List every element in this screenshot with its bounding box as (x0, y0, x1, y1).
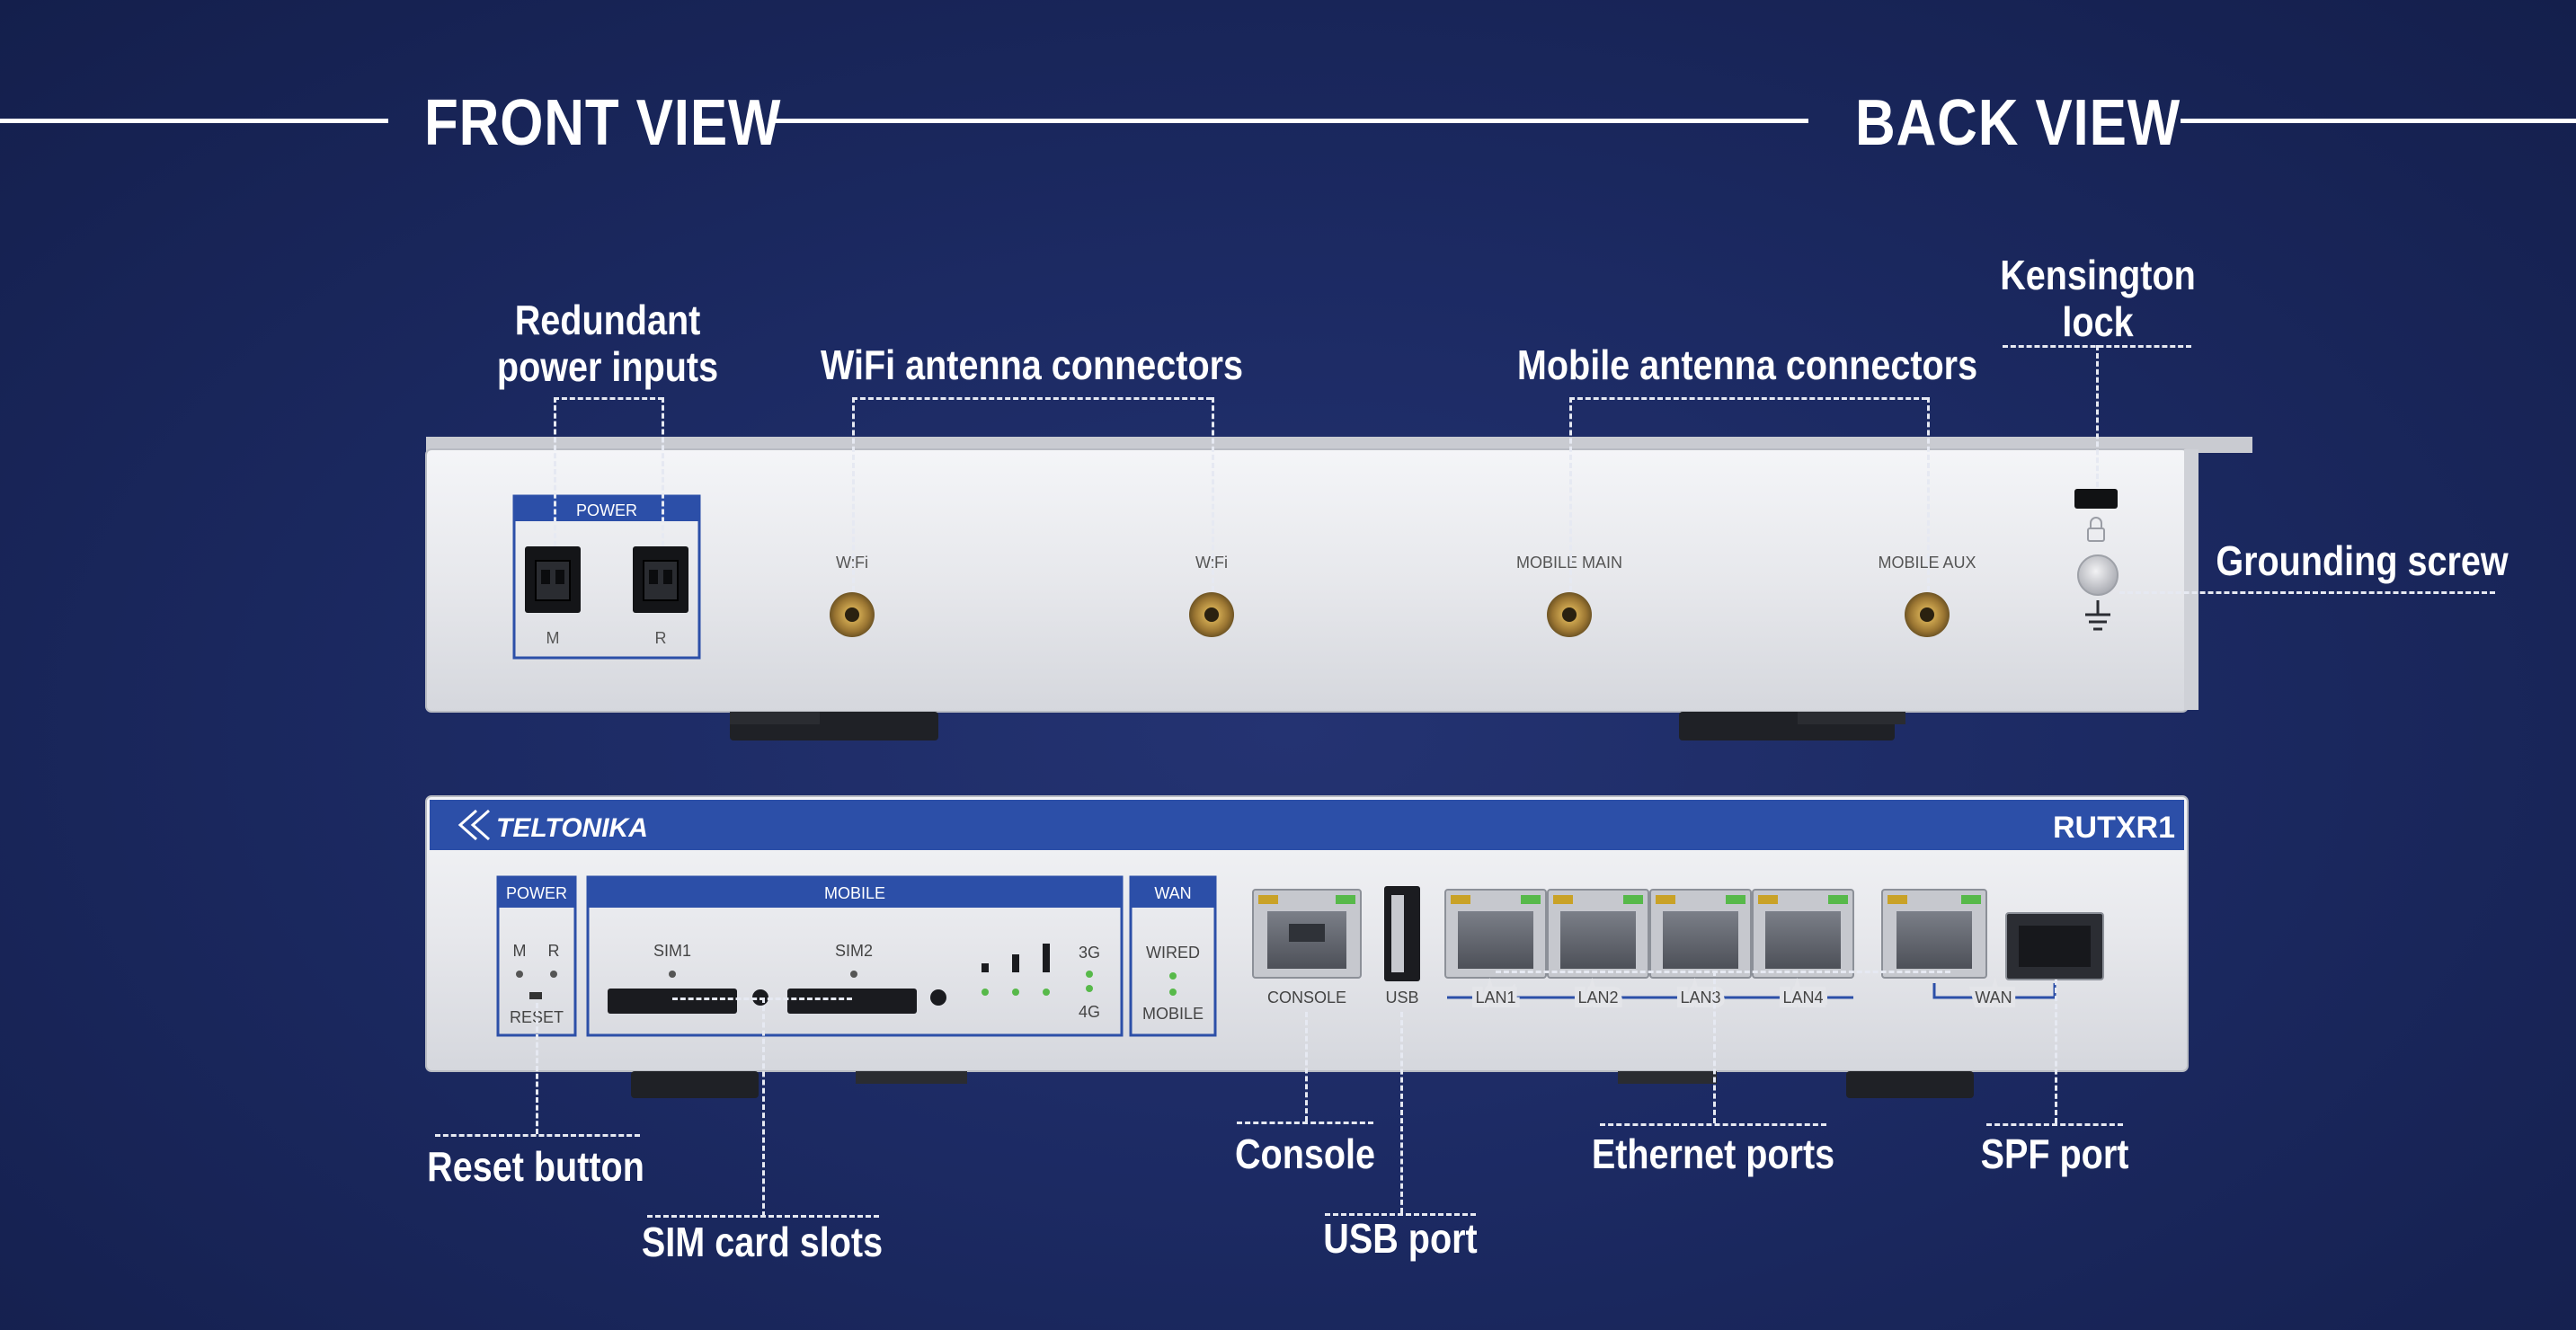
lan2-label: LAN2 (1577, 989, 1618, 1006)
back-power-box: POWER (512, 494, 701, 660)
callout-wifi-antenna: WiFi antenna connectors (820, 341, 1244, 388)
callout-usb: USB port (1323, 1215, 1478, 1262)
usb-port (1384, 886, 1420, 981)
back-power-r-label: R (655, 629, 667, 647)
usb-leader-h (1325, 1213, 1476, 1216)
power-connector-r (633, 546, 688, 613)
reset-leader-v (536, 1003, 538, 1134)
ground-icon (2085, 600, 2110, 631)
lan-port-3 (1649, 889, 1752, 979)
sim-leader-v (762, 998, 765, 1217)
sim-leader-h (647, 1215, 879, 1218)
signal-strength-icon (982, 944, 1050, 972)
teltonika-logo-icon (457, 809, 490, 841)
power-leader-h (554, 397, 663, 400)
mobile-leader-v2 (1927, 397, 1930, 591)
back-power-label: POWER (576, 501, 637, 519)
front-power-r-label: R (548, 942, 560, 960)
mobile-box-label: MOBILE (824, 884, 885, 902)
lock-icon (2087, 517, 2105, 542)
heading-rule-left (0, 119, 388, 123)
ethernet-leader-h (1600, 1123, 1826, 1126)
front-wan-box: WAN WIRED MOBILE (1129, 875, 1217, 1037)
callout-reset: Reset button (427, 1143, 644, 1190)
reset-pinhole (529, 992, 542, 999)
wan-wired-label: WIRED (1146, 944, 1200, 962)
kensington-slot (2074, 489, 2118, 509)
grounding-leader-h (2119, 591, 2495, 594)
lan-port-4 (1752, 889, 1854, 979)
usb-label: USB (1385, 989, 1418, 1006)
front-power-m-label: M (513, 942, 527, 960)
usb-leader-v (1400, 1012, 1403, 1213)
console-label: CONSOLE (1267, 989, 1346, 1006)
lan4-label: LAN4 (1782, 989, 1823, 1006)
wan-ethernet-port (1881, 889, 1987, 979)
reset-leader-h (435, 1134, 640, 1137)
ethernet-leader-inner (1496, 971, 1950, 973)
wan-mobile-label: MOBILE (1142, 1005, 1204, 1023)
back-panel (425, 437, 2252, 740)
front-power-box: POWER M R RESET (496, 875, 577, 1037)
callout-grounding: Grounding screw (2216, 537, 2509, 584)
kensington-leader-v (2096, 345, 2099, 487)
sfp-leader-h (1986, 1123, 2123, 1126)
lan-port-1 (1444, 889, 1547, 979)
wan-label: WAN (1975, 989, 2012, 1006)
wan-box-label: WAN (1154, 884, 1191, 902)
front-power-label: POWER (506, 884, 567, 902)
console-port (1252, 889, 1362, 979)
power-leader-v2 (662, 397, 664, 546)
console-leader-h (1237, 1122, 1373, 1124)
sim1-label: SIM1 (653, 942, 691, 960)
heading-rule-right (2181, 119, 2576, 123)
callout-ethernet: Ethernet ports (1591, 1130, 1835, 1177)
heading-rule-middle (773, 119, 1808, 123)
net-3g-label: 3G (1079, 944, 1100, 962)
wifi-leader-v2 (1212, 397, 1214, 591)
sfp-port (2005, 912, 2104, 980)
net-4g-label: 4G (1079, 1003, 1100, 1021)
console-leader-v (1305, 1012, 1308, 1122)
lan1-label: LAN1 (1475, 989, 1515, 1006)
mobile-leader-v1 (1569, 397, 1572, 591)
lan-port-2 (1547, 889, 1649, 979)
sim2-slot (787, 989, 917, 1014)
callout-console: Console (1234, 1130, 1376, 1177)
back-view-heading: BACK VIEW (1855, 87, 2181, 159)
grounding-screw (2077, 554, 2119, 596)
brand-name: TELTONIKA (496, 813, 648, 843)
wifi-leader-h (852, 397, 1212, 400)
ethernet-leader-v (1713, 971, 1716, 1123)
sfp-leader-v (2055, 980, 2057, 1123)
front-view-heading: FRONT VIEW (424, 87, 782, 159)
callout-sim-slots: SIM card slots (641, 1219, 884, 1265)
callout-sfp: SPF port (1980, 1130, 2129, 1177)
front-mobile-box: MOBILE SIM1 SIM2 3G 4G (586, 875, 1124, 1037)
sim2-label: SIM2 (835, 942, 873, 960)
back-power-m-label: M (546, 629, 560, 647)
model-name: RUTXR1 (2053, 811, 2175, 845)
wifi-leader-v1 (852, 397, 855, 591)
sim1-slot (608, 989, 737, 1014)
power-leader-v1 (554, 397, 556, 546)
mobile-leader-h (1569, 397, 1927, 400)
callout-mobile-antenna: Mobile antenna connectors (1516, 341, 1978, 388)
power-connector-m (525, 546, 581, 613)
